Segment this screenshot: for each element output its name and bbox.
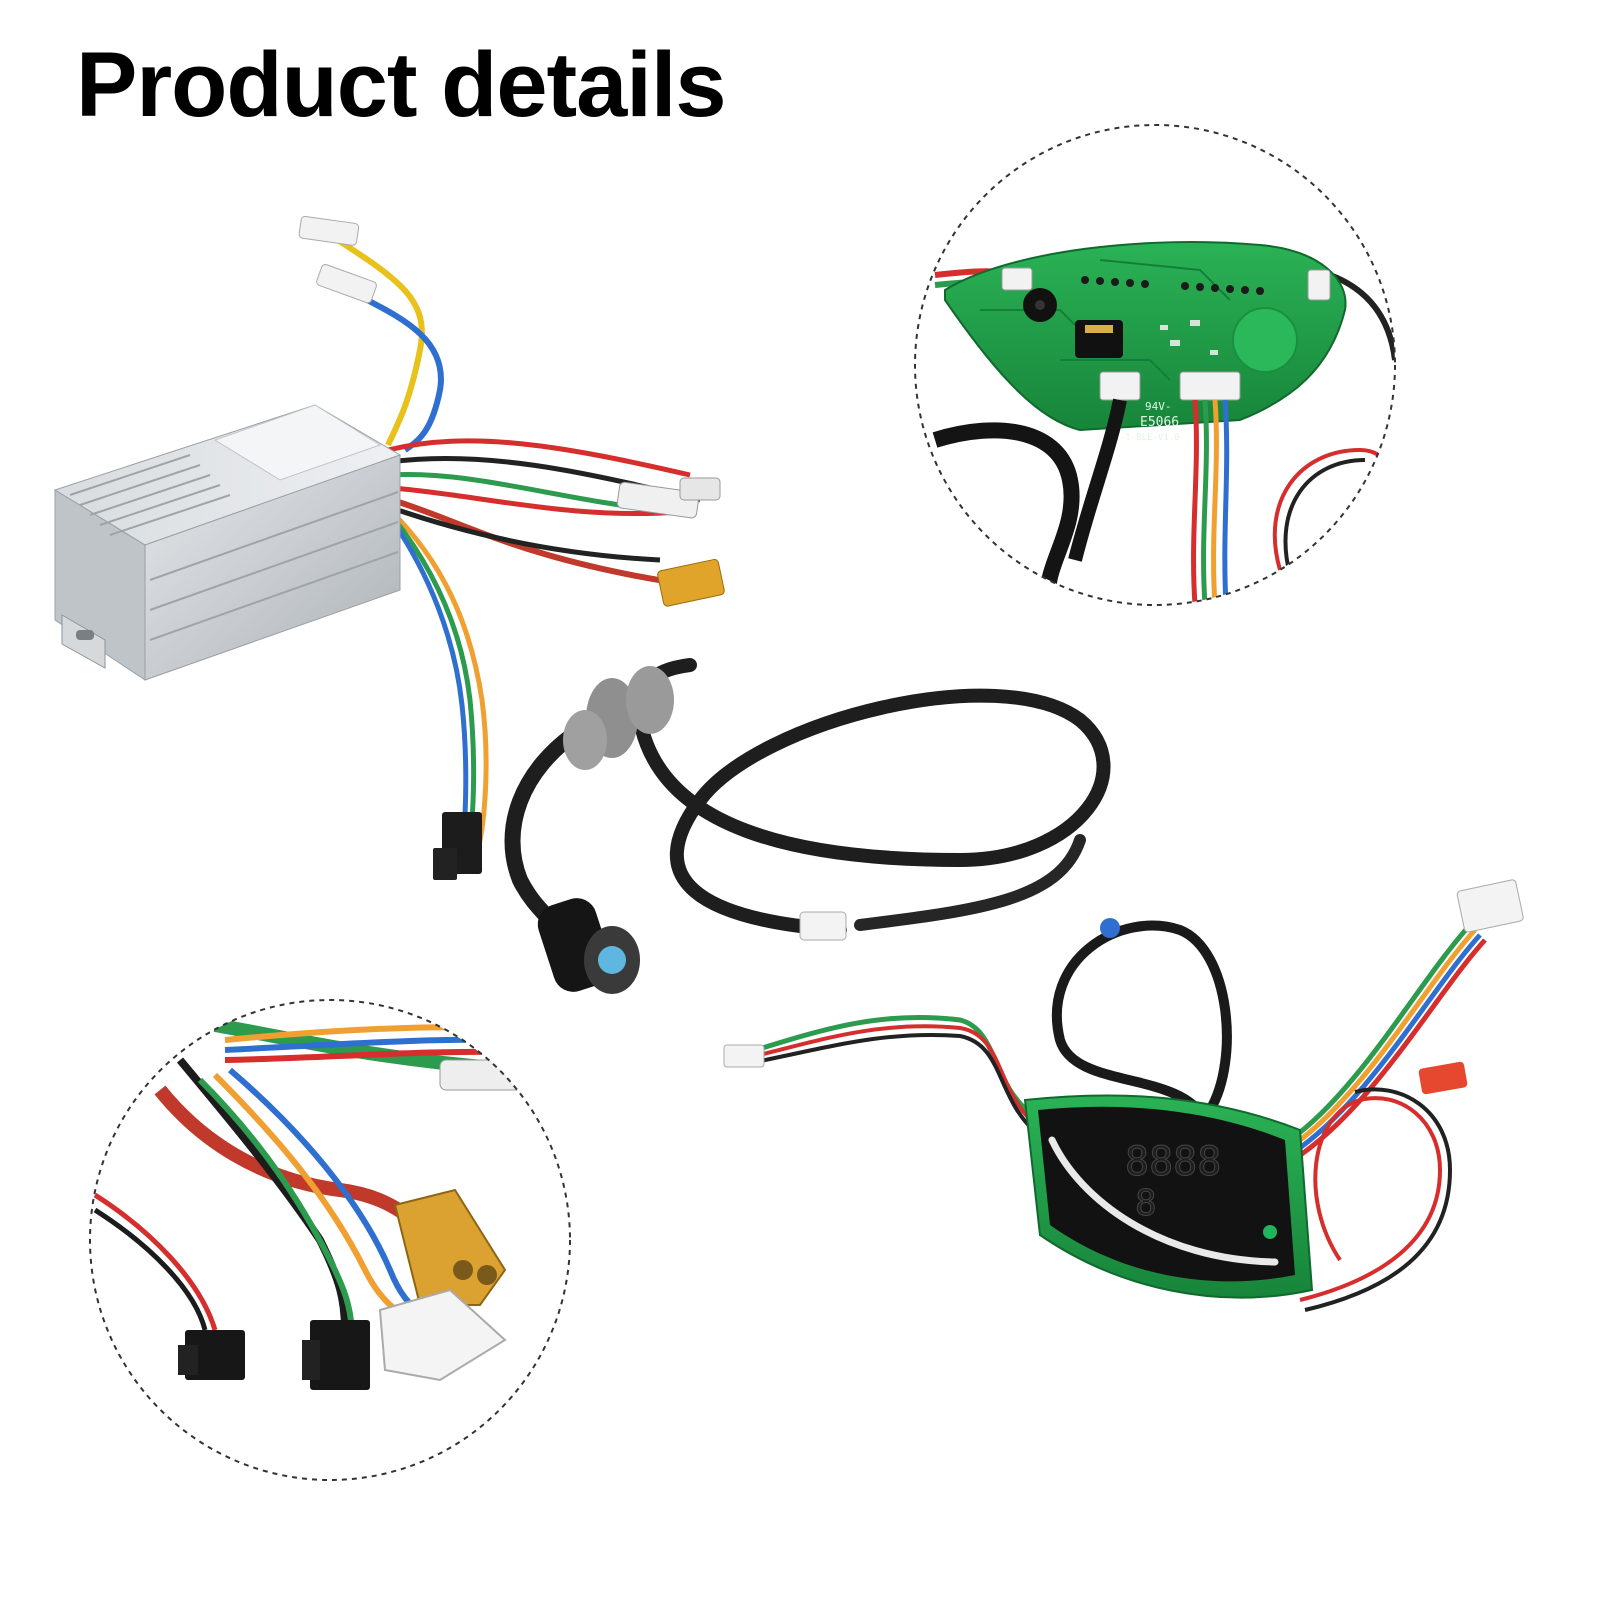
- pcb-label-line1: 94V-: [1145, 400, 1172, 413]
- page-title: Product details: [76, 34, 727, 136]
- circuit-board-zoom: 94V- E5066 -T-BLE-V1.0: [914, 124, 1396, 606]
- cable-connector-icon: [504, 658, 1111, 994]
- display-dashboard-icon: 8888 8: [723, 879, 1524, 1312]
- display-digits-bottom: 8: [1135, 1183, 1157, 1224]
- controller-box-icon: [53, 215, 725, 880]
- connector-plugs-zoom: [89, 999, 571, 1481]
- pcb-label-line2: E5066: [1140, 415, 1179, 430]
- display-digits-top: 8888: [1125, 1139, 1221, 1185]
- pcb-label-line3: -T-BLE-V1.0: [1120, 433, 1180, 443]
